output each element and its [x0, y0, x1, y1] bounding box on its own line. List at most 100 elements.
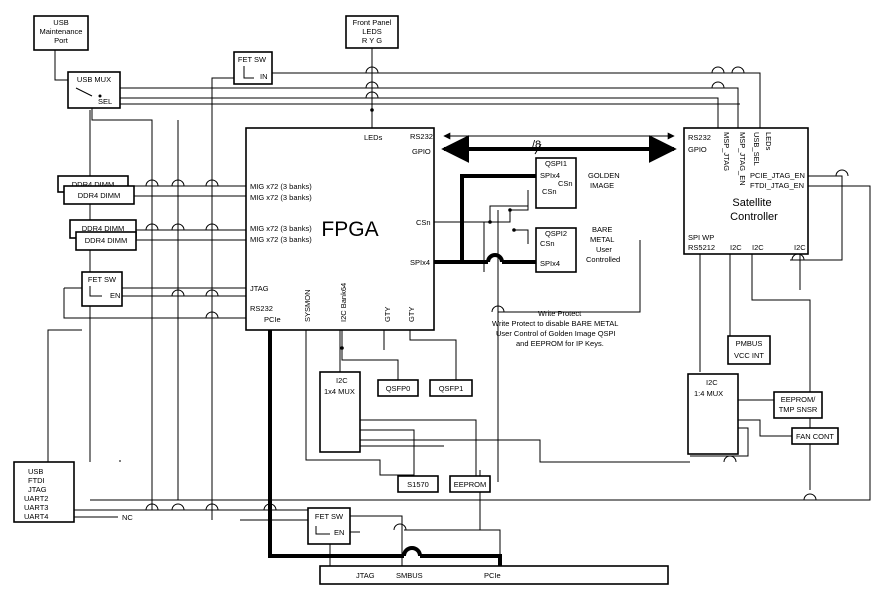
fet-switch-bottom: FET SW EN: [307, 507, 351, 545]
svg-text:RS232: RS232: [250, 304, 273, 313]
svg-text:GTY: GTY: [407, 307, 416, 322]
eeprom: EEPROM: [449, 475, 491, 493]
fet-switch-left: FET SW EN: [81, 271, 123, 307]
fpga-title: FPGA: [321, 218, 378, 241]
svg-text:Write Protect: Write Protect: [538, 309, 582, 318]
pcie-edge-connector: JTAG SMBUS PCIe: [319, 565, 669, 585]
bus-width-label: /8: [532, 139, 541, 151]
svg-text:QSPI1: QSPI1: [545, 159, 567, 168]
svg-text:1x4 MUX: 1x4 MUX: [324, 387, 355, 396]
qspi1-block: QSPI1 SPIx4 CSn CSn GOLDEN IMAGE: [535, 157, 620, 209]
ddr4-dimm-2: DDR4 DIMM: [63, 185, 135, 205]
svg-text:GPIO: GPIO: [688, 145, 707, 154]
svg-text:R Y G: R Y G: [362, 36, 382, 45]
svg-text:GOLDEN: GOLDEN: [588, 171, 620, 180]
svg-text:RS232: RS232: [688, 133, 711, 142]
svg-text:JTAG: JTAG: [28, 485, 47, 494]
svg-text:PCIE_JTAG_EN: PCIE_JTAG_EN: [750, 171, 805, 180]
svg-text:DDR4 DIMM: DDR4 DIMM: [78, 191, 121, 200]
svg-text:and EEPROM for IP Keys.: and EEPROM for IP Keys.: [516, 339, 604, 348]
svg-text:LEDS: LEDS: [362, 27, 382, 36]
svg-text:IMAGE: IMAGE: [590, 181, 614, 190]
svg-text:FET SW: FET SW: [238, 55, 267, 64]
svg-text:JTAG: JTAG: [250, 284, 269, 293]
svg-text:MIG x72 (3 banks): MIG x72 (3 banks): [250, 182, 312, 191]
svg-text:CSn: CSn: [558, 179, 573, 188]
qsfp1: QSFP1: [429, 379, 473, 397]
svg-text:USB: USB: [53, 18, 68, 27]
svg-text:METAL: METAL: [590, 235, 614, 244]
svg-text:PCIe: PCIe: [264, 315, 281, 324]
svg-text:DDR4 DIMM: DDR4 DIMM: [85, 236, 128, 245]
svg-text:JTAG: JTAG: [356, 571, 375, 580]
svg-text:User Control of Golden Image Q: User Control of Golden Image QSPI: [496, 329, 616, 338]
svg-text:UART2: UART2: [24, 494, 48, 503]
svg-text:I2C: I2C: [794, 243, 806, 252]
svg-text:BARE: BARE: [592, 225, 612, 234]
svg-text:Port: Port: [54, 36, 69, 45]
svg-text:RS232: RS232: [410, 132, 433, 141]
svg-text:MIG x72 (3 banks): MIG x72 (3 banks): [250, 193, 312, 202]
eeprom-tmp-sensor: EEPROM/ TMP SNSR: [773, 391, 823, 419]
svg-text:QSFP0: QSFP0: [386, 384, 411, 393]
svg-text:Controlled: Controlled: [586, 255, 620, 264]
svg-text:TMP SNSR: TMP SNSR: [779, 405, 818, 414]
svg-text:I2C Bank64: I2C Bank64: [339, 283, 348, 322]
svg-text:VCC INT: VCC INT: [734, 351, 764, 360]
thick-buses: [268, 132, 677, 566]
svg-text:USB MUX: USB MUX: [77, 75, 111, 84]
nc-label: NC: [122, 513, 133, 522]
svg-text:SEL: SEL: [98, 97, 112, 106]
svg-text:USB: USB: [28, 467, 43, 476]
svg-text:EEPROM/: EEPROM/: [781, 395, 817, 404]
svg-text:User: User: [596, 245, 612, 254]
svg-text:1:4 MUX: 1:4 MUX: [694, 389, 723, 398]
svg-text:EN: EN: [110, 291, 120, 300]
svg-text:DDR4 DIMM: DDR4 DIMM: [82, 224, 125, 233]
svg-text:PMBUS: PMBUS: [736, 339, 763, 348]
svg-text:LEDs: LEDs: [364, 133, 383, 142]
svg-text:I2C: I2C: [706, 378, 718, 387]
svg-text:FET SW: FET SW: [88, 275, 117, 284]
svg-text:FTDI: FTDI: [28, 476, 45, 485]
svg-text:Write Protect to disable BARE: Write Protect to disable BARE METAL: [492, 319, 618, 328]
svg-text:Front Panel: Front Panel: [353, 18, 392, 27]
write-protect-note: Write Protect Write Protect to disable B…: [492, 309, 618, 348]
svg-text:FET SW: FET SW: [315, 512, 344, 521]
svg-text:FTDI_JTAG_EN: FTDI_JTAG_EN: [750, 181, 804, 190]
i2c-mux-left: I2C 1x4 MUX: [319, 371, 361, 453]
svg-text:MSP_JTAG: MSP_JTAG: [722, 132, 731, 171]
svg-text:CSn: CSn: [540, 239, 555, 248]
svg-text:GPIO: GPIO: [412, 147, 431, 156]
svg-text:SPIx4: SPIx4: [540, 171, 560, 180]
fan-controller: FAN CONT: [791, 427, 839, 445]
svg-text:CSn: CSn: [542, 187, 557, 196]
pmbus-vcc-int: PMBUS VCC INT: [727, 335, 771, 365]
svg-text:MSP_JTAG_EN: MSP_JTAG_EN: [738, 132, 747, 186]
qspi2-block: QSPI2 CSn SPIx4 BARE METAL User Controll…: [535, 225, 620, 273]
svg-text:Maintenance: Maintenance: [40, 27, 83, 36]
svg-text:SPIx4: SPIx4: [410, 258, 430, 267]
usb-maintenance-port: USB Maintenance Port: [33, 15, 89, 51]
svg-text:EEPROM: EEPROM: [454, 480, 487, 489]
signal-lines: [47, 48, 871, 566]
svg-text:SPI WP: SPI WP: [688, 233, 714, 242]
svg-text:S1570: S1570: [407, 480, 429, 489]
svg-text:I2C: I2C: [336, 376, 348, 385]
svg-text:UART3: UART3: [24, 503, 48, 512]
svg-text:MIG x72 (3 banks): MIG x72 (3 banks): [250, 224, 312, 233]
svg-text:UART4: UART4: [24, 512, 48, 521]
qsfp0: QSFP0: [377, 379, 419, 397]
svg-text:GTY: GTY: [383, 307, 392, 322]
svg-text:SMBUS: SMBUS: [396, 571, 423, 580]
svg-text:FAN CONT: FAN CONT: [796, 432, 834, 441]
ddr4-dimm-4: DDR4 DIMM: [75, 231, 137, 251]
s1570: S1570: [397, 475, 439, 493]
svg-text:CSn: CSn: [416, 218, 431, 227]
fet-switch-top: FET SW IN: [233, 51, 273, 85]
svg-text:I2C: I2C: [752, 243, 764, 252]
front-panel-leds: Front Panel LEDS R Y G: [345, 15, 399, 49]
svg-text:PCIe: PCIe: [484, 571, 501, 580]
svg-text:USB_SEL: USB_SEL: [752, 132, 761, 166]
